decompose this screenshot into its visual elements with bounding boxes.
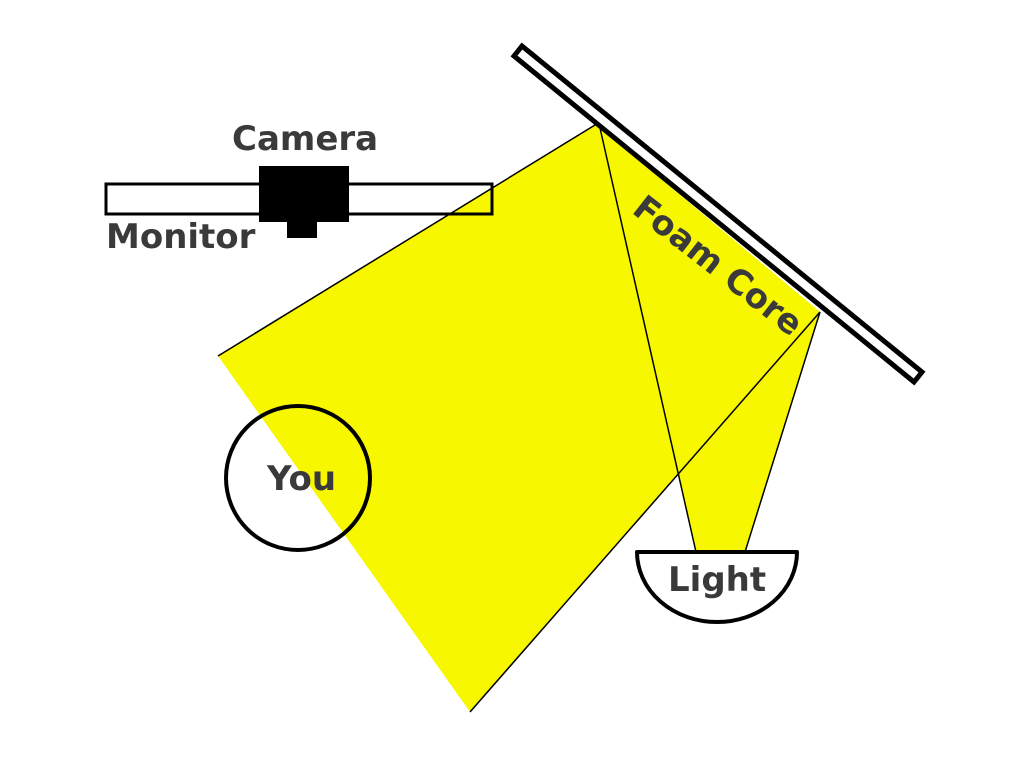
light-source-shape (635, 550, 799, 624)
foam-core-board (510, 42, 926, 386)
camera-label: Camera (232, 119, 379, 159)
you-label: You (267, 459, 337, 499)
incident-ray-left (599, 127, 697, 553)
subject-circle (224, 404, 372, 552)
light-label: Light (668, 560, 767, 600)
beam-edge-bottom (469, 311, 821, 713)
beam-edge-top (217, 124, 596, 357)
camera-lens (287, 220, 317, 238)
incident-ray-right (744, 311, 821, 553)
monitor-label: Monitor (106, 217, 256, 257)
source-light-beam (600, 128, 820, 552)
camera-body (259, 166, 349, 222)
